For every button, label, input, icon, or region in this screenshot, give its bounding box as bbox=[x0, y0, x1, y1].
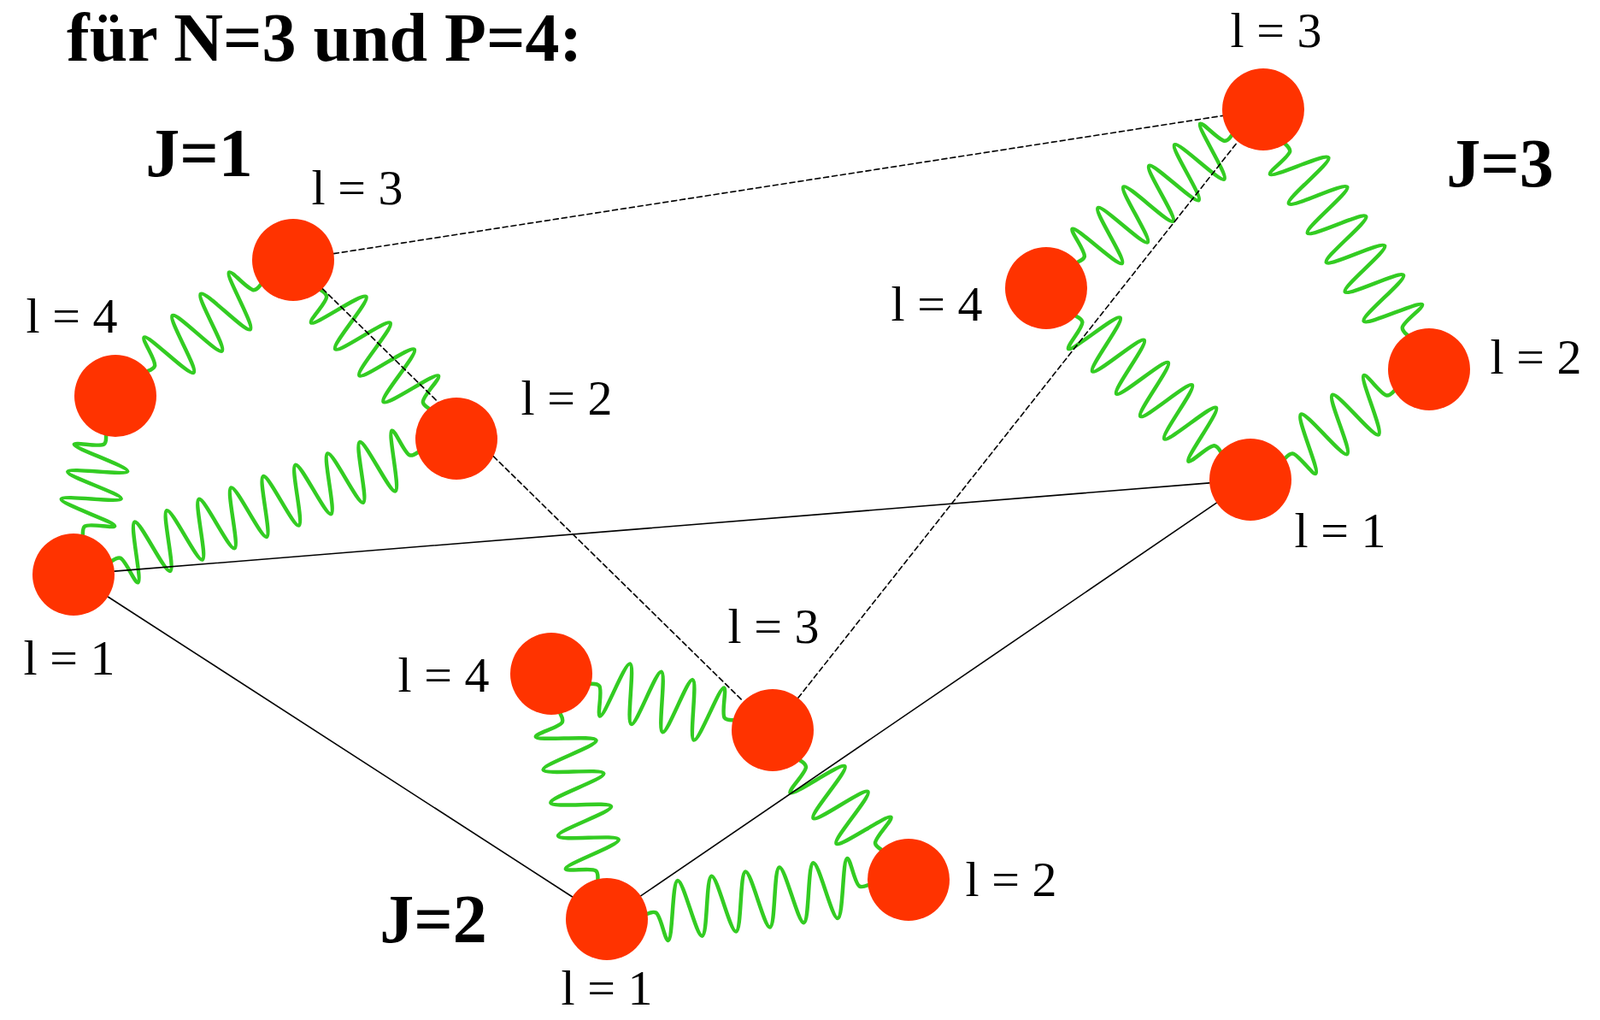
spring-connector bbox=[647, 858, 869, 941]
bead-index-label: l = 3 bbox=[1228, 5, 1325, 56]
link-line bbox=[333, 115, 1223, 253]
spring-connector bbox=[143, 271, 261, 373]
spring-connector bbox=[789, 760, 891, 850]
spring-connector bbox=[1270, 143, 1423, 335]
ring-label: J=1 bbox=[145, 118, 253, 188]
bead: l = 2 bbox=[867, 838, 950, 921]
bead: l = 4 bbox=[74, 354, 157, 437]
ring-label: J=3 bbox=[1446, 129, 1554, 198]
bead-index-label: l = 2 bbox=[518, 373, 616, 424]
spring-connector bbox=[61, 435, 129, 536]
bead-index-label: l = 4 bbox=[395, 650, 493, 700]
bead-index-label: l = 4 bbox=[23, 291, 121, 342]
bead-index-label: l = 1 bbox=[558, 963, 656, 1013]
bead-index-label: l = 3 bbox=[309, 163, 406, 213]
link-line bbox=[107, 596, 572, 897]
link-line bbox=[798, 141, 1238, 699]
spring-connector bbox=[1068, 316, 1221, 462]
bead: l = 4 bbox=[510, 632, 593, 715]
bead: l = 1 bbox=[565, 877, 648, 960]
bead: l = 4 bbox=[1005, 247, 1088, 330]
bead-index-label: l = 4 bbox=[888, 279, 986, 330]
bead-index-label: l = 3 bbox=[725, 601, 823, 652]
bead-index-label: l = 1 bbox=[1292, 505, 1389, 556]
spring-connector bbox=[535, 713, 619, 879]
bead: l = 3 bbox=[252, 218, 335, 301]
spring-connector bbox=[1285, 375, 1395, 474]
spring-connector bbox=[1071, 123, 1232, 265]
spring-connector bbox=[591, 663, 734, 740]
title: für N=3 und P=4: bbox=[66, 3, 583, 72]
bead-index-label: l = 1 bbox=[21, 633, 118, 683]
bead-index-label: l = 2 bbox=[1488, 332, 1585, 383]
bead: l = 3 bbox=[731, 688, 814, 771]
bead: l = 3 bbox=[1222, 68, 1305, 151]
bead-index-label: l = 2 bbox=[963, 854, 1060, 905]
link-line bbox=[641, 502, 1218, 896]
bead: l = 1 bbox=[1209, 438, 1292, 521]
spring-connector bbox=[311, 289, 439, 408]
bead: l = 1 bbox=[32, 533, 115, 616]
bead: l = 2 bbox=[415, 397, 498, 480]
ring-label: J=2 bbox=[379, 884, 488, 953]
bead: l = 2 bbox=[1388, 328, 1471, 411]
link-line bbox=[114, 482, 1210, 571]
